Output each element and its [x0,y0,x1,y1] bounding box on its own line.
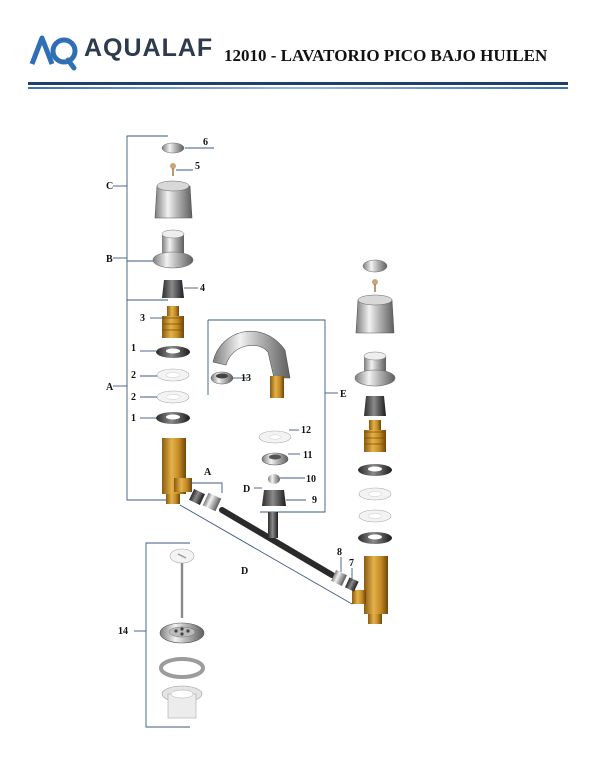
leader-lines [140,147,353,581]
part-a-connector [189,489,222,512]
part-9-nut [262,490,286,506]
label-d-center: D [243,484,250,495]
part-right-escutcheon [354,351,396,387]
part-right-cartridge [364,420,386,452]
bracket-lines-right [207,319,338,513]
part-13-aerator [210,371,234,385]
part-12-washer [258,430,292,444]
part-2-washer-bottom [156,390,190,404]
part-right-bushing [364,396,386,416]
part-6-cap [161,142,185,154]
label-14: 14 [118,626,128,637]
part-14-drain-assembly [159,548,205,719]
label-c: C [106,181,113,192]
label-6: 6 [203,137,208,148]
part-right-handle [355,294,395,334]
bracket-lines-left [113,135,178,501]
label-1-top: 1 [131,343,136,354]
part-2-washer-top [156,368,190,382]
label-13: 13 [241,373,251,384]
label-8: 8 [337,547,342,558]
label-e: E [340,389,347,400]
label-4: 4 [200,283,205,294]
part-10-bushing [268,474,280,484]
part-right-screw [372,279,378,292]
part-right-nut-top [358,464,392,476]
label-11: 11 [303,450,312,461]
label-12: 12 [301,425,311,436]
part-5-screw [170,163,176,176]
part-c-handle [154,180,193,219]
header-divider-accent [28,87,568,89]
part-11-ring [261,452,289,466]
part-right-washer-top [358,487,392,501]
part-right-valve-body [352,556,388,624]
label-9: 9 [312,495,317,506]
label-10: 10 [306,474,316,485]
bracket-line-a [190,482,223,493]
label-b: B [106,254,113,265]
page-header: AQUALAF 12010 - LAVATORIO PICO BAJO HUIL… [0,0,602,100]
header-divider [28,82,568,85]
part-b-escutcheon [152,229,194,269]
part-left-valve-body [162,438,192,504]
part-right-washer-bottom [358,509,392,523]
part-right-nut-bottom [358,532,392,544]
label-2-bottom: 2 [131,392,136,403]
part-8-nut [331,570,347,586]
label-5: 5 [195,161,200,172]
label-2-top: 2 [131,370,136,381]
label-3: 3 [140,313,145,324]
part-d-tee-pipe [219,507,335,578]
part-7-gasket [344,577,359,592]
brand-name: AQUALAF [84,34,214,62]
part-right-cap [362,259,388,273]
part-1-nut-top [156,346,190,358]
label-1-bottom: 1 [131,413,136,424]
label-a-connector: A [204,467,212,478]
label-7: 7 [349,558,354,569]
part-e-spout [212,331,291,398]
part-3-cartridge [162,306,184,338]
label-a-left: A [106,382,114,393]
bracket-line-drain [145,542,190,728]
label-d-lower: D [241,566,248,577]
page-title: 12010 - LAVATORIO PICO BAJO HUILEN [224,46,548,65]
part-1-nut-bottom [156,412,190,424]
part-4-bushing [162,280,184,298]
aqualaf-logo-icon [29,35,78,71]
